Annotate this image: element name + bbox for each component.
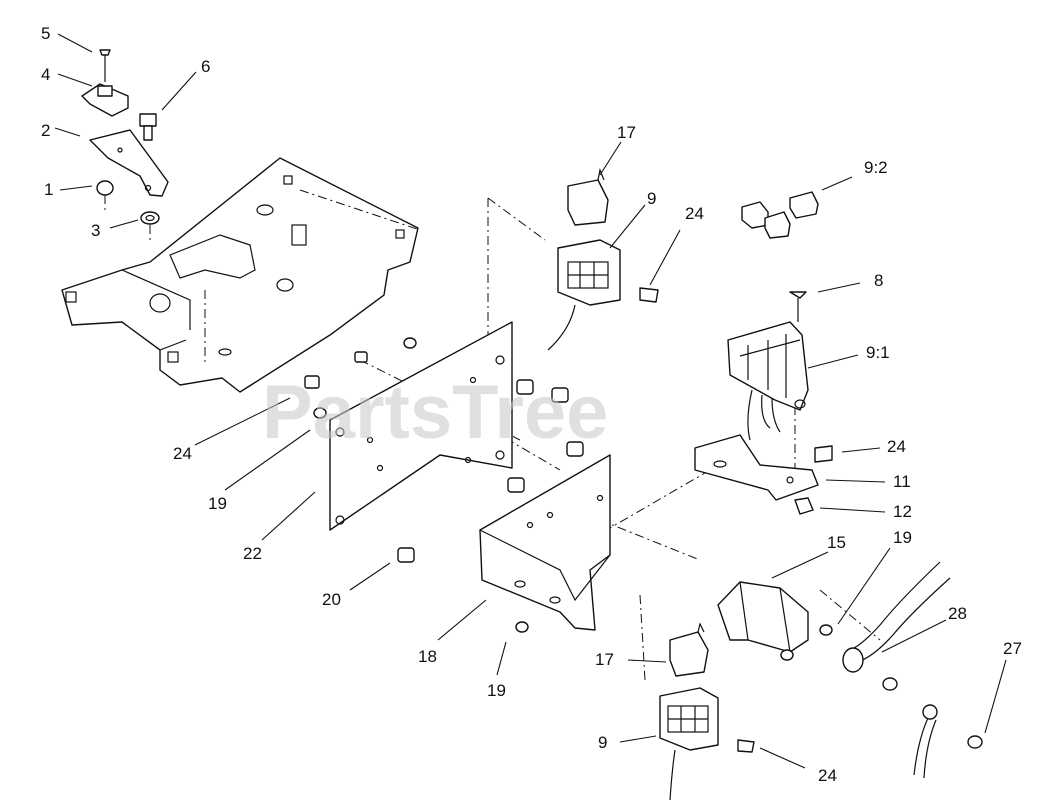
callout-27: 27 xyxy=(1003,639,1022,658)
callout-12: 12 xyxy=(893,502,912,521)
callout-24-lower: 24 xyxy=(818,766,837,785)
cable-27 xyxy=(913,704,983,779)
callout-22: 22 xyxy=(243,544,262,563)
bracket-18 xyxy=(479,454,611,631)
callout-15: 15 xyxy=(827,533,846,552)
callout-19-right: 19 xyxy=(893,528,912,547)
callout-17-upper: 17 xyxy=(617,123,636,142)
switch-bracket xyxy=(89,129,169,197)
callout-20: 20 xyxy=(322,590,341,609)
callout-24-upper: 24 xyxy=(685,204,704,223)
screw-24-lower xyxy=(737,739,755,753)
relay-17-upper xyxy=(567,167,609,226)
callout-1: 1 xyxy=(44,180,53,199)
callout-24-right: 24 xyxy=(887,437,906,456)
bracket-11 xyxy=(694,434,819,501)
callout-24-left: 24 xyxy=(173,444,192,463)
callout-4: 4 xyxy=(41,65,50,84)
screw-24-upper xyxy=(639,287,659,303)
callout-3: 3 xyxy=(91,221,100,240)
callout-9-upper: 9 xyxy=(647,189,656,208)
callout-labels: 5 4 6 2 1 3 17 9 24 9:2 8 9:1 24 11 12 2… xyxy=(41,24,1022,785)
callout-19-bottom: 19 xyxy=(487,681,506,700)
screw-5 xyxy=(99,49,111,82)
panel-22 xyxy=(329,321,513,531)
callout-11: 11 xyxy=(893,472,911,491)
callout-5: 5 xyxy=(41,24,50,43)
nut-12 xyxy=(794,497,814,515)
fuse-block xyxy=(727,321,809,441)
mounting-plate xyxy=(61,157,419,393)
bolt-6 xyxy=(139,113,157,141)
callout-6: 6 xyxy=(201,57,210,76)
callout-19-left: 19 xyxy=(208,494,227,513)
callout-9-2: 9:2 xyxy=(864,158,888,177)
watermark: PartsTree xyxy=(262,370,608,455)
screw-8 xyxy=(789,291,807,322)
socket-9-lower xyxy=(659,687,719,801)
callout-17-lower: 17 xyxy=(595,650,614,669)
bolts-and-nuts xyxy=(304,337,584,633)
leader-lines xyxy=(54,33,1007,769)
nut-1 xyxy=(96,180,114,196)
fuse-clips xyxy=(741,191,819,239)
socket-9-upper xyxy=(547,239,621,351)
washer-3 xyxy=(140,211,160,225)
callout-28: 28 xyxy=(948,604,967,623)
callout-18: 18 xyxy=(418,647,437,666)
callout-9-lower: 9 xyxy=(598,733,607,752)
screw-24-right xyxy=(814,445,833,463)
cable-28 xyxy=(842,561,951,691)
solenoid-15 xyxy=(717,581,833,661)
callout-9-1: 9:1 xyxy=(866,343,890,362)
relay-17-lower xyxy=(669,622,709,677)
callout-8: 8 xyxy=(874,271,883,290)
microswitch xyxy=(81,83,129,117)
callout-2: 2 xyxy=(41,121,50,140)
